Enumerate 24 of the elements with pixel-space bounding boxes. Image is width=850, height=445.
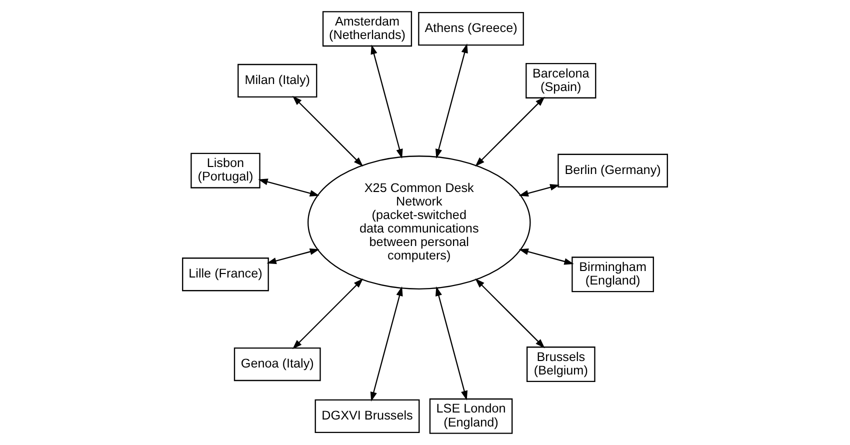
arrow xyxy=(266,248,320,264)
node-box: Lille (France) xyxy=(182,258,269,292)
node-box: LSE London (England) xyxy=(429,398,513,434)
arrow xyxy=(475,96,545,166)
arrow xyxy=(435,286,468,400)
node-box: Athens (Greece) xyxy=(418,12,524,46)
node-box: Amsterdam (Netherlands) xyxy=(322,11,412,47)
arrow xyxy=(370,286,403,402)
arrow xyxy=(475,278,545,348)
arrow xyxy=(435,43,468,159)
arrow xyxy=(518,184,560,197)
node-box: Genoa (Italy) xyxy=(234,347,321,382)
arrow xyxy=(292,278,364,350)
arrow xyxy=(258,178,320,197)
arrow xyxy=(518,248,574,265)
node-box: Barcelona (Spain) xyxy=(526,63,596,98)
node-box: Berlin (Germany) xyxy=(558,154,668,188)
arrow xyxy=(370,44,403,159)
node-box: DGXVI Brussels xyxy=(314,399,420,433)
node-box: Brussels (Belgium) xyxy=(526,346,596,382)
node-box: Milan (Italy) xyxy=(238,64,318,98)
node-box: Birmingham (England) xyxy=(572,256,654,292)
arrow xyxy=(292,96,364,166)
node-box: Lisbon (Portugal) xyxy=(190,152,260,188)
